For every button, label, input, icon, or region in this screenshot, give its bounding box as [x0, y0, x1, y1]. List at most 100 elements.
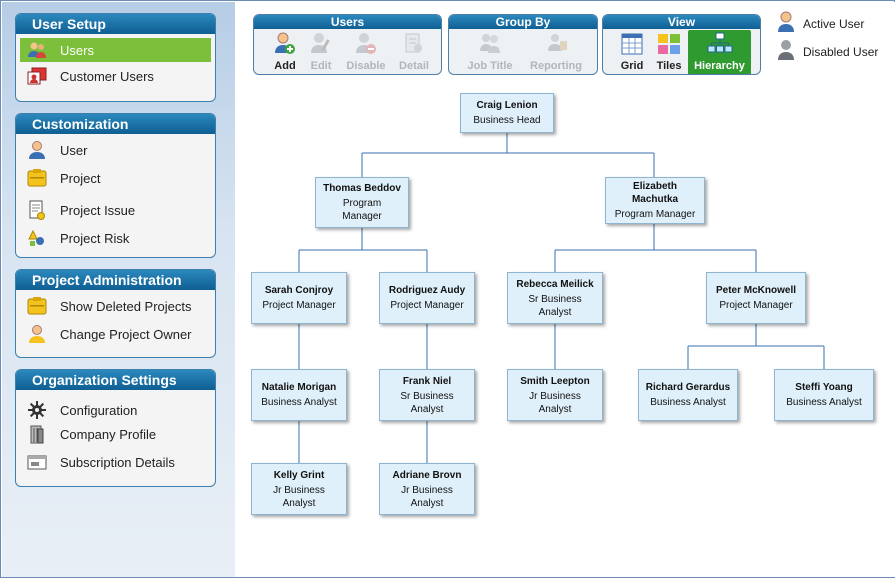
job-title-icon — [477, 31, 503, 58]
sidebar-item-label: Users — [60, 42, 94, 58]
disable-user-button[interactable]: Disable — [342, 30, 390, 74]
customization-title: Customization — [16, 114, 215, 134]
view-tiles-button[interactable]: Tiles — [651, 30, 687, 74]
tiles-icon — [657, 33, 681, 58]
sidebar-item-project-issue[interactable]: Project Issue — [20, 198, 211, 222]
view-toolbar-group: View Grid Tiles Hierarchy — [602, 14, 761, 75]
node-title: Business Analyst — [261, 397, 337, 408]
sidebar-item-label: Company Profile — [60, 426, 157, 442]
group-by-reporting-button[interactable]: Reporting — [521, 30, 591, 74]
org-node-smith-leepton[interactable]: Smith Leepton Jr Business Analyst — [507, 369, 603, 421]
gear-icon — [26, 400, 48, 420]
org-node-steffi-yoang[interactable]: Steffi Yoang Business Analyst — [774, 369, 874, 421]
sidebar-item-subscription-details[interactable]: Subscription Details — [20, 450, 211, 474]
user-details-button[interactable]: Detail — [394, 30, 434, 74]
node-title: Sr Business Analyst — [400, 390, 454, 415]
sidebar-item-show-deleted-projects[interactable]: Show Deleted Projects — [20, 294, 211, 318]
sidebar-item-project[interactable]: Project — [20, 166, 211, 190]
add-user-button[interactable]: Add — [268, 30, 302, 74]
user-setup-panel: User Setup Users Customer Users — [15, 13, 216, 102]
node-title: Sr Business Analyst — [528, 293, 582, 318]
sidebar-item-change-project-owner[interactable]: Change Project Owner — [20, 322, 211, 346]
sidebar-item-label: Configuration — [60, 402, 138, 418]
sidebar-item-configuration[interactable]: Configuration — [20, 398, 211, 422]
grid-label: Grid — [620, 60, 644, 72]
group-by-toolbar-group: Group By Job Title Reporting — [448, 14, 598, 75]
node-name: Craig Lenion — [476, 100, 538, 111]
disable-user-icon — [355, 31, 377, 58]
node-name: Adriane Brovn — [392, 469, 462, 481]
node-title: Jr Business Analyst — [401, 484, 453, 509]
user-setup-title: User Setup — [16, 14, 215, 34]
legend-active-user: Active User — [777, 11, 864, 36]
sidebar-item-customer-users[interactable]: Customer Users — [20, 64, 211, 88]
edit-user-button[interactable]: Edit — [304, 30, 338, 74]
sidebar-item-label: Change Project Owner — [60, 326, 192, 342]
reporting-icon — [543, 31, 569, 58]
view-grid-button[interactable]: Grid — [607, 30, 657, 74]
deleted-projects-icon — [26, 296, 48, 316]
node-title: Business Analyst — [786, 397, 862, 408]
sidebar-item-project-risk[interactable]: Project Risk — [20, 226, 211, 250]
project-administration-panel: Project Administration Show Deleted Proj… — [15, 269, 216, 358]
org-node-adriane-brovn[interactable]: Adriane Brovn Jr Business Analyst — [379, 463, 475, 515]
group-by-toolbar-title: Group By — [449, 15, 597, 29]
edit-user-icon — [310, 31, 332, 58]
node-name: Richard Gerardus — [645, 382, 731, 393]
node-title: Jr Business Analyst — [273, 484, 325, 509]
sidebar-item-label: Project — [60, 170, 101, 186]
org-node-sarah-conjroy[interactable]: Sarah Conjroy Project Manager — [251, 272, 347, 324]
org-node-thomas-beddov[interactable]: Thomas Beddov Program Manager — [315, 177, 409, 228]
node-title: Business Head — [473, 115, 541, 126]
organization-settings-title: Organization Settings — [16, 370, 215, 390]
org-node-natalie-morigan[interactable]: Natalie Morigan Business Analyst — [251, 369, 347, 421]
org-node-elizabeth-machutka[interactable]: Elizabeth Machutka Program Manager — [605, 177, 705, 224]
node-name: Rodriguez Audy — [388, 285, 466, 296]
node-name: Sarah Conjroy — [264, 285, 334, 296]
add-user-icon — [274, 31, 296, 58]
org-node-richard-gerardus[interactable]: Richard Gerardus Business Analyst — [638, 369, 738, 421]
edit-label: Edit — [310, 60, 332, 72]
sidebar-item-label: Customer Users — [60, 68, 154, 84]
org-chart-connectors — [298, 133, 825, 463]
node-name: Steffi Yoang — [795, 382, 853, 393]
org-node-peter-mcknowell[interactable]: Peter McKnowell Project Manager — [706, 272, 806, 324]
org-node-rodriguez-audy[interactable]: Rodriguez Audy Project Manager — [379, 272, 475, 324]
legend-disabled-user: Disabled User — [777, 39, 878, 64]
add-label: Add — [274, 60, 296, 72]
project-issue-icon — [26, 200, 48, 220]
view-toolbar-title: View — [603, 15, 760, 29]
organization-settings-panel: Organization Settings Configuration Comp… — [15, 369, 216, 487]
group-by-job-title-button[interactable]: Job Title — [461, 30, 519, 74]
project-administration-title: Project Administration — [16, 270, 215, 290]
hierarchy-icon — [707, 31, 733, 58]
sidebar-item-label: Project Issue — [60, 202, 136, 218]
node-name: Kelly Grint — [273, 469, 325, 481]
users-toolbar-title: Users — [254, 15, 441, 29]
sidebar-item-users[interactable]: Users — [20, 38, 211, 62]
users-icon — [26, 40, 48, 60]
sidebar-item-label: User — [60, 142, 88, 158]
org-node-kelly-grint[interactable]: Kelly Grint Jr Business Analyst — [251, 463, 347, 515]
user-icon — [26, 140, 48, 160]
node-name: Thomas Beddov — [323, 183, 401, 194]
org-node-craig-lenion[interactable]: Craig Lenion Business Head — [460, 93, 554, 133]
project-risk-icon — [26, 228, 48, 248]
node-title: Jr Business Analyst — [529, 390, 581, 415]
org-node-rebecca-meilick[interactable]: Rebecca Meilick Sr Business Analyst — [507, 272, 603, 324]
change-owner-icon — [26, 324, 48, 344]
tiles-label: Tiles — [656, 60, 682, 72]
users-toolbar-group: Users Add Edit Disable Detail — [253, 14, 442, 75]
node-name: Peter McKnowell — [715, 285, 797, 296]
node-title: Program Manager — [342, 198, 382, 222]
org-node-frank-niel[interactable]: Frank Niel Sr Business Analyst — [379, 369, 475, 421]
view-hierarchy-button[interactable]: Hierarchy — [688, 30, 751, 74]
sidebar-item-company-profile[interactable]: Company Profile — [20, 422, 211, 446]
project-icon — [26, 168, 48, 188]
sidebar-item-label: Project Risk — [60, 230, 130, 246]
node-title: Project Manager — [719, 300, 793, 311]
node-title: Project Manager — [390, 300, 464, 311]
sidebar-item-user[interactable]: User — [20, 138, 211, 162]
active-user-label: Active User — [803, 16, 865, 31]
